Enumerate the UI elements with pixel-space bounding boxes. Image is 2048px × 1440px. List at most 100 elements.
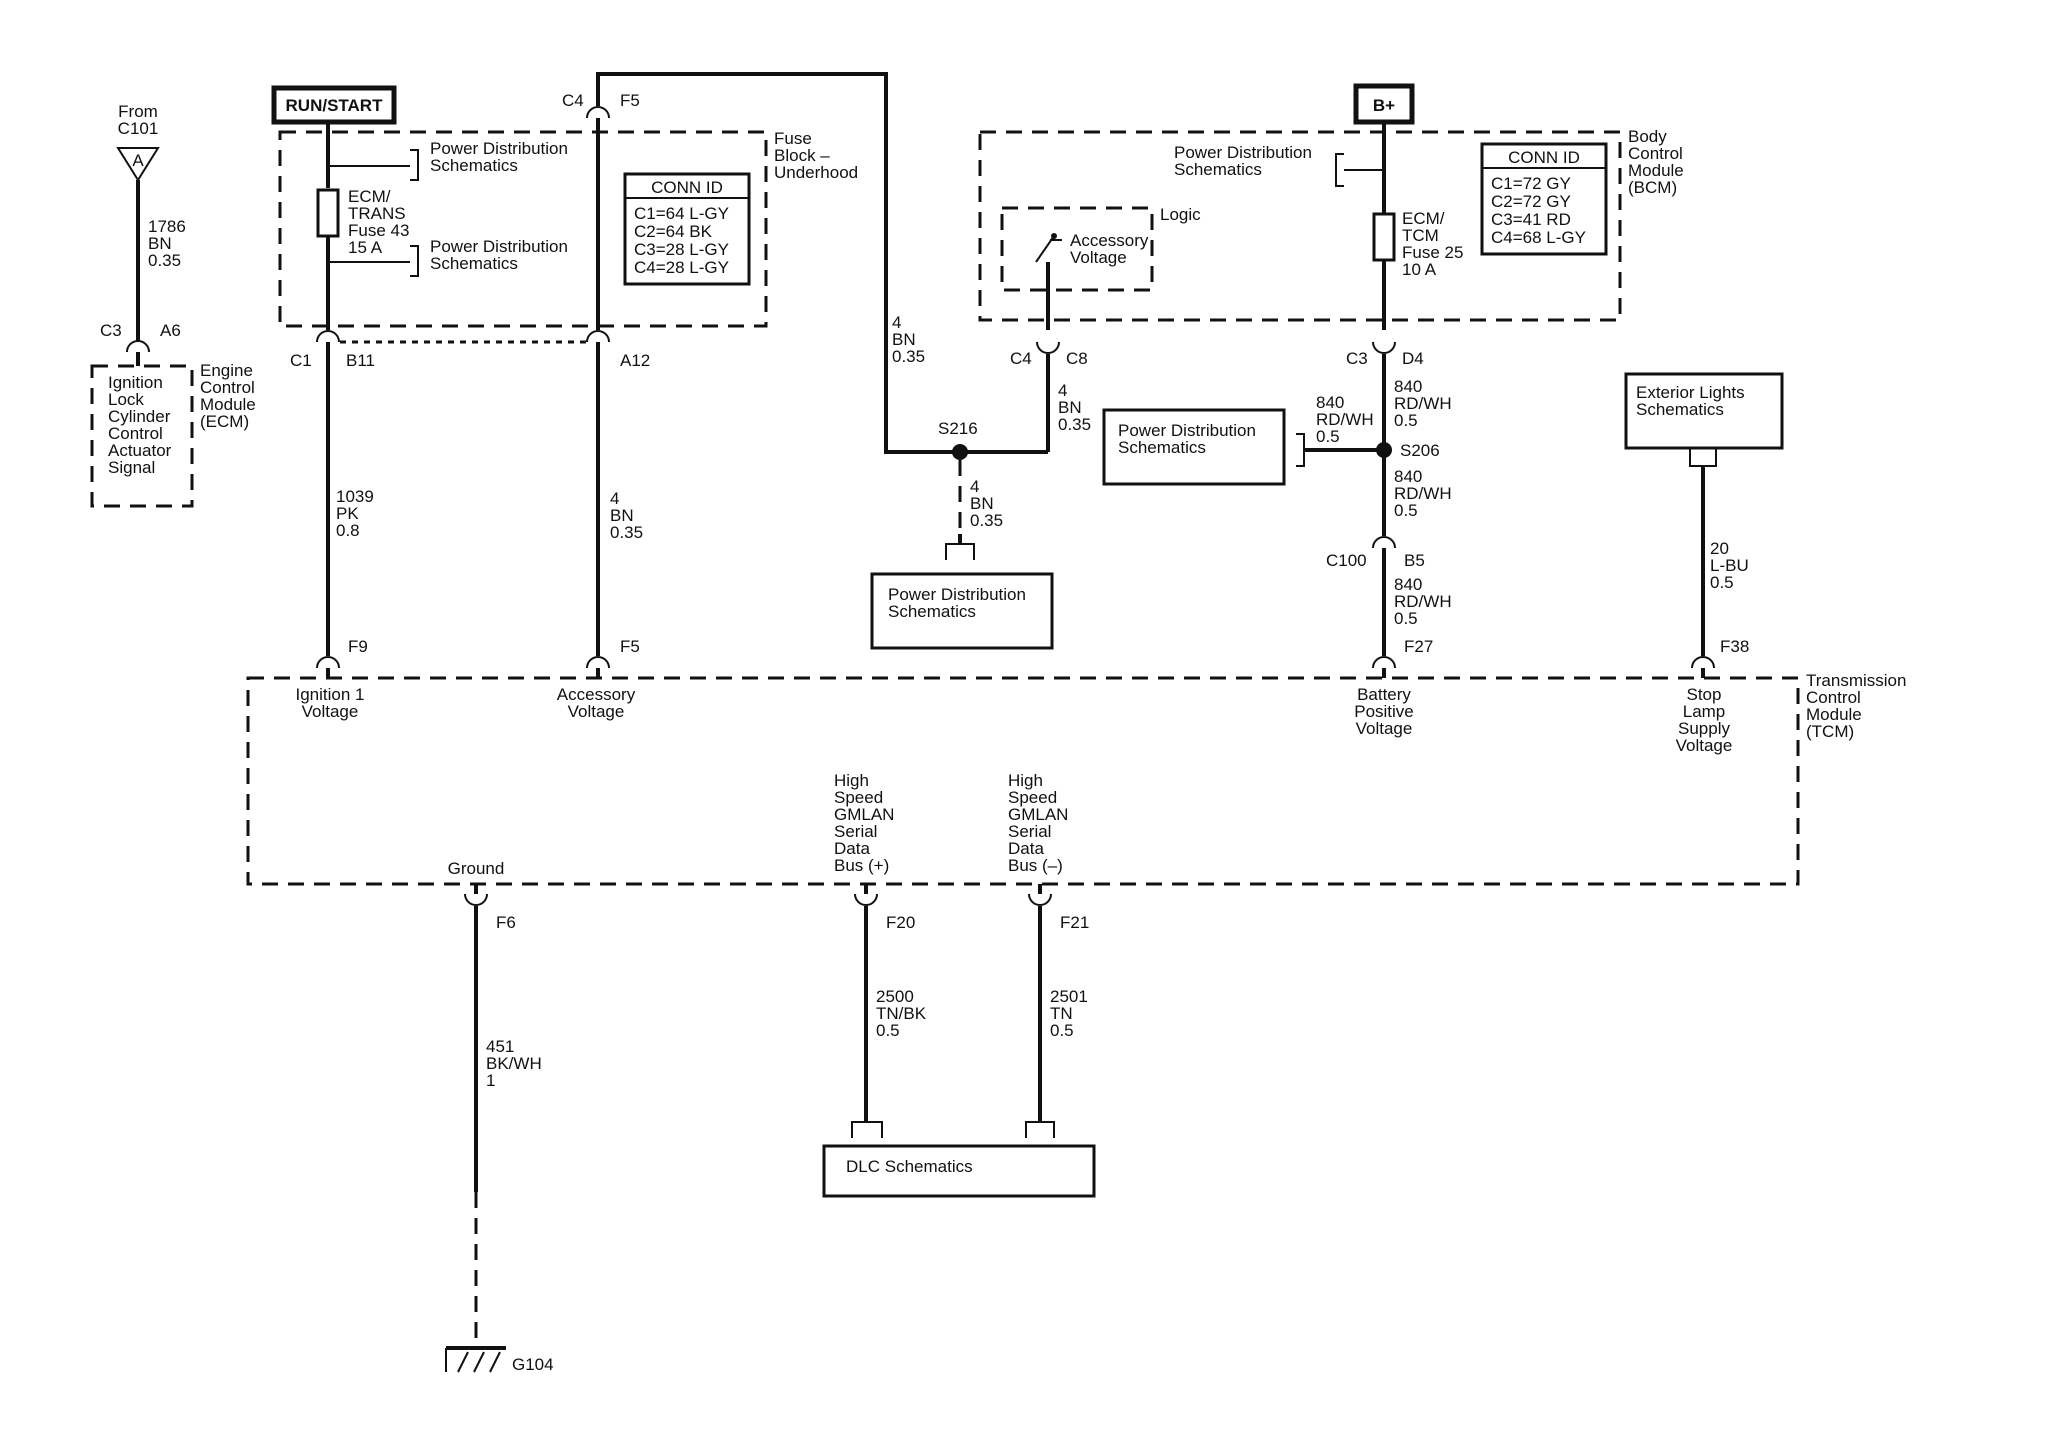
splice-s216 <box>952 444 968 460</box>
svg-text:Module: Module <box>1628 161 1684 180</box>
connector-f20 <box>854 893 878 906</box>
svg-text:15 A: 15 A <box>348 238 383 257</box>
svg-text:Schematics: Schematics <box>430 254 518 273</box>
svg-text:Voltage: Voltage <box>1070 248 1127 267</box>
tcm-label: Transmission Control Module (TCM) <box>1806 671 1906 741</box>
svg-text:Data: Data <box>1008 839 1044 858</box>
connector-f5-tcm-label: F5 <box>620 637 640 656</box>
svg-text:4: 4 <box>892 313 901 332</box>
svg-text:Signal: Signal <box>108 458 155 477</box>
svg-text:GMLAN: GMLAN <box>1008 805 1068 824</box>
fuse-block-outline <box>278 130 768 328</box>
fuse-43 <box>316 188 340 238</box>
dlc-ref-box <box>822 1144 1096 1198</box>
pds-ref-2: Power Distribution Schematics <box>430 237 568 273</box>
tcm-pin-gmlan-plus: High Speed GMLAN Serial Data Bus (+) <box>834 771 894 875</box>
svg-text:Fuse: Fuse <box>774 129 812 148</box>
svg-text:4: 4 <box>610 489 619 508</box>
svg-text:Control: Control <box>1628 144 1683 163</box>
svg-text:(TCM): (TCM) <box>1806 722 1854 741</box>
svg-text:High: High <box>1008 771 1043 790</box>
wire-4-bcm-label: 4 BN 0.35 <box>1058 381 1091 434</box>
svg-text:Voltage: Voltage <box>302 702 359 721</box>
pds-ref-1: Power Distribution Schematics <box>430 139 568 175</box>
tcm-pin-ground: Ground <box>448 859 505 878</box>
svg-text:Ignition 1: Ignition 1 <box>296 685 365 704</box>
exterior-lights-ref: Exterior Lights Schematics <box>1636 383 1745 419</box>
svg-text:A: A <box>132 151 144 170</box>
svg-text:Positive: Positive <box>1354 702 1414 721</box>
tcm-pin-batt: Battery Positive Voltage <box>1354 685 1414 738</box>
svg-text:Power Distribution: Power Distribution <box>430 139 568 158</box>
wire-840b-label: 840 RD/WH 0.5 <box>1316 393 1374 446</box>
connector-f9-label: F9 <box>348 637 368 656</box>
svg-text:Transmission: Transmission <box>1806 671 1906 690</box>
pds-ref-5: Power Distribution Schematics <box>1118 421 1256 457</box>
connector-f21 <box>1028 893 1052 906</box>
svg-text:1786: 1786 <box>148 217 186 236</box>
svg-text:0.35: 0.35 <box>892 347 925 366</box>
svg-text:1039: 1039 <box>336 487 374 506</box>
svg-text:Power Distribution: Power Distribution <box>888 585 1026 604</box>
connector-c1-label: C1 <box>290 351 312 370</box>
svg-text:0.5: 0.5 <box>1394 501 1418 520</box>
connector-c3-bcm-label: C3 <box>1346 349 1368 368</box>
svg-text:Power Distribution: Power Distribution <box>430 237 568 256</box>
connector-f9 <box>316 656 340 669</box>
svg-text:Cylinder: Cylinder <box>108 407 171 426</box>
connector-f6-label: F6 <box>496 913 516 932</box>
svg-text:Schematics: Schematics <box>1636 400 1724 419</box>
connector-c8-label: C8 <box>1066 349 1088 368</box>
svg-text:0.5: 0.5 <box>1394 411 1418 430</box>
fuse-25-label: ECM/ TCM Fuse 25 10 A <box>1402 209 1463 279</box>
connector-f27-label: F27 <box>1404 637 1433 656</box>
svg-text:0.5: 0.5 <box>1316 427 1340 446</box>
pds-ref-3: Power Distribution Schematics <box>888 585 1026 621</box>
connector-f38-label: F38 <box>1720 637 1749 656</box>
svg-text:C1=64 L-GY: C1=64 L-GY <box>634 204 729 223</box>
wire-4-pds-label: 4 BN 0.35 <box>970 477 1003 530</box>
svg-text:Block –: Block – <box>774 146 830 165</box>
bcm-logic-outline <box>1000 206 1154 292</box>
wire-1039-label: 1039 PK 0.8 <box>336 487 374 540</box>
svg-text:2500: 2500 <box>876 987 914 1006</box>
connector-b11 <box>316 330 340 343</box>
svg-text:840: 840 <box>1394 377 1422 396</box>
connector-f5-fuse-label: F5 <box>620 91 640 110</box>
svg-text:20: 20 <box>1710 539 1729 558</box>
svg-text:Actuator: Actuator <box>108 441 172 460</box>
bcm-accessory-voltage-label: Accessory Voltage <box>1070 231 1149 267</box>
svg-text:Power Distribution: Power Distribution <box>1118 421 1256 440</box>
svg-text:Voltage: Voltage <box>568 702 625 721</box>
pds-ref-3-box <box>870 572 1054 650</box>
svg-text:Lock: Lock <box>108 390 144 409</box>
connector-f6 <box>464 893 488 906</box>
svg-text:Ignition: Ignition <box>108 373 163 392</box>
wire-2500-label: 2500 TN/BK 0.5 <box>876 987 927 1040</box>
svg-text:Accessory: Accessory <box>557 685 636 704</box>
connector-c8 <box>1036 341 1060 354</box>
wire-2501-label: 2501 TN 0.5 <box>1050 987 1088 1040</box>
connector-f5-tcm <box>586 656 610 669</box>
wire-840d-label: 840 RD/WH 0.5 <box>1394 575 1452 628</box>
svg-text:Speed: Speed <box>1008 788 1057 807</box>
wire-840c-label: 840 RD/WH 0.5 <box>1394 467 1452 520</box>
svg-text:From: From <box>118 102 158 121</box>
accessory-switch <box>1035 235 1062 263</box>
svg-text:C4=68 L-GY: C4=68 L-GY <box>1491 228 1586 247</box>
ground-g104-label: G104 <box>512 1355 554 1374</box>
svg-text:1: 1 <box>486 1071 495 1090</box>
connector-d4 <box>1372 341 1396 354</box>
fuse-43-label: ECM/ TRANS Fuse 43 15 A <box>348 187 409 257</box>
svg-text:(ECM): (ECM) <box>200 412 249 431</box>
ecm-outline <box>90 364 194 508</box>
svg-text:840: 840 <box>1394 575 1422 594</box>
connector-b5 <box>1372 536 1396 549</box>
svg-text:C2=64 BK: C2=64 BK <box>634 222 713 241</box>
wire-4-top-label: 4 BN 0.35 <box>892 313 925 366</box>
svg-text:Schematics: Schematics <box>1174 160 1262 179</box>
svg-text:BN: BN <box>610 506 634 525</box>
svg-text:Speed: Speed <box>834 788 883 807</box>
svg-text:451: 451 <box>486 1037 514 1056</box>
connector-a12 <box>586 330 610 343</box>
